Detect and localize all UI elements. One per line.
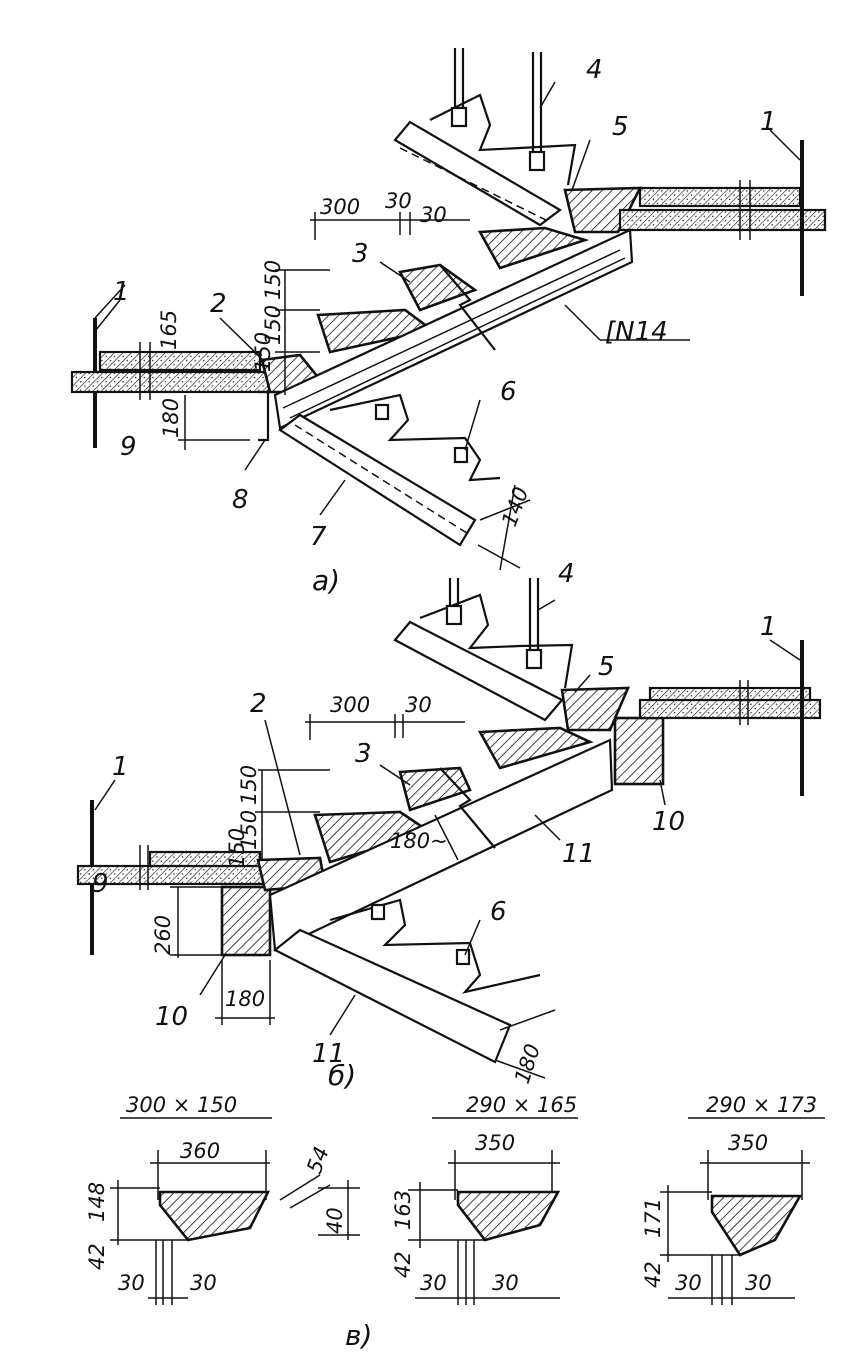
lower-plate-a — [329, 393, 501, 482]
section-1-title: 300 × 150 — [126, 1093, 237, 1117]
step-mid-a — [398, 263, 478, 312]
label-profile-a: [N14 — [605, 317, 668, 347]
section-3-height: 171 — [641, 1198, 665, 1238]
beam-10-right-b — [613, 716, 665, 786]
label-beam-right-b: 10 — [652, 807, 685, 837]
dim-floor-a: 165 — [157, 310, 181, 350]
label-post-6-b: 6 — [490, 897, 507, 927]
beam-10-left-b — [220, 885, 272, 957]
top-step-5-b — [560, 686, 630, 732]
step-upper-b — [477, 726, 594, 770]
break-mark-a — [439, 264, 496, 351]
section-1-chamfer: 54 — [302, 1143, 334, 1176]
caption-b: б) — [328, 1059, 356, 1092]
dim-beam-a: 180 — [159, 398, 183, 438]
label-stringer-upper-b: 11 — [562, 839, 595, 869]
floor-finish-right-a — [638, 186, 802, 208]
dim-riser3-b: 150 — [225, 828, 249, 868]
dim-gap1-a: 30 — [385, 189, 412, 213]
label-wall-right-a: 1 — [760, 107, 777, 137]
section-1-width: 360 — [180, 1139, 220, 1163]
dim-stringer-depth-a: 140 — [497, 484, 533, 530]
section-1-right-gap: 30 — [190, 1271, 217, 1295]
figure-b — [76, 578, 822, 1079]
floor-slab-right-a — [618, 208, 827, 232]
label-post-4-a: 4 — [586, 55, 603, 85]
stringer-11-b — [268, 738, 614, 952]
dim-gap2-a: 30 — [420, 203, 447, 227]
dim-riser1-b: 150 — [237, 765, 261, 805]
section-1-height: 148 — [85, 1182, 109, 1222]
post-6-a — [453, 446, 469, 464]
label-post-6-a: 6 — [500, 377, 517, 407]
section-2-left-gap: 30 — [420, 1271, 447, 1295]
dim-tread-a: 300 — [320, 195, 360, 219]
step-upper-a — [477, 226, 590, 270]
label-beam-left-b: 10 — [155, 1002, 188, 1032]
label-slab-a: 9 — [120, 432, 137, 462]
dim-tread-b: 300 — [330, 693, 370, 717]
step-section-2 — [456, 1190, 561, 1242]
section-1-bottom: 42 — [85, 1243, 109, 1270]
label-landing-step-a: 2 — [210, 289, 227, 319]
dim-riser2-b: 150 — [237, 810, 261, 850]
section-1-left-gap: 30 — [118, 1271, 145, 1295]
dim-gap-b: 30 — [405, 693, 432, 717]
label-wall-left-a: 1 — [113, 277, 130, 307]
section-2-right-gap: 30 — [492, 1271, 519, 1295]
label-landing-step-b: 2 — [250, 689, 267, 719]
section-2-bottom: 42 — [391, 1251, 415, 1278]
step-section-3 — [710, 1194, 803, 1257]
upper-stringer-b — [393, 620, 564, 722]
section-2-width: 350 — [475, 1131, 515, 1155]
label-post-4-b: 4 — [558, 559, 575, 589]
post-6-b — [455, 948, 471, 966]
caption-c: в) — [345, 1319, 372, 1352]
dim-beam-height-b: 260 — [151, 915, 175, 955]
label-step-a: 3 — [352, 239, 369, 269]
post-6-top-a — [374, 403, 390, 421]
floor-finish-left-a — [98, 350, 262, 372]
label-step-b: 3 — [355, 739, 372, 769]
dim-beam-width-b: 180 — [225, 987, 265, 1011]
figure-c — [110, 1117, 825, 1305]
label-wall-right-b: 1 — [760, 612, 777, 642]
figure-a — [70, 48, 827, 571]
section-1-side: 40 — [323, 1207, 347, 1234]
section-2-height: 163 — [391, 1190, 415, 1230]
label-top-step-b: 5 — [598, 652, 615, 682]
dim-riser3-a: 150 — [251, 332, 275, 372]
dim-stringer-depth-upper-b: 180~ — [390, 829, 448, 853]
label-stringer-a: 7 — [310, 522, 327, 552]
stringer-11-lower-b — [272, 928, 512, 1064]
dim-riser1-a: 150 — [261, 260, 285, 300]
label-wall-left-b: 1 — [112, 752, 129, 782]
section-3-bottom: 42 — [641, 1261, 665, 1288]
stringer-7-a — [278, 413, 477, 547]
step-section-1 — [158, 1190, 271, 1242]
upper-stringer-a — [393, 120, 562, 227]
dim-riser2-a: 150 — [261, 305, 285, 345]
bracket-8-a — [258, 390, 270, 442]
label-top-step-a: 5 — [612, 112, 629, 142]
label-bracket-a: 8 — [232, 485, 249, 515]
upper-plate-a — [429, 93, 577, 186]
section-3-right-gap: 30 — [745, 1271, 772, 1295]
channel-stringer-a — [273, 228, 634, 430]
section-3-title: 290 × 173 — [706, 1093, 817, 1117]
section-3-width: 350 — [728, 1131, 768, 1155]
floor-slab-left-a — [70, 370, 274, 394]
dim-stringer-depth-lower-b: 180 — [510, 1041, 545, 1087]
label-slab-b: 9 — [92, 869, 109, 899]
floor-slab-right-b — [638, 698, 822, 720]
section-3-left-gap: 30 — [675, 1271, 702, 1295]
section-2-title: 290 × 165 — [466, 1093, 577, 1117]
label-stringer-lower-b: 11 — [312, 1039, 345, 1069]
caption-a: a) — [312, 564, 340, 597]
